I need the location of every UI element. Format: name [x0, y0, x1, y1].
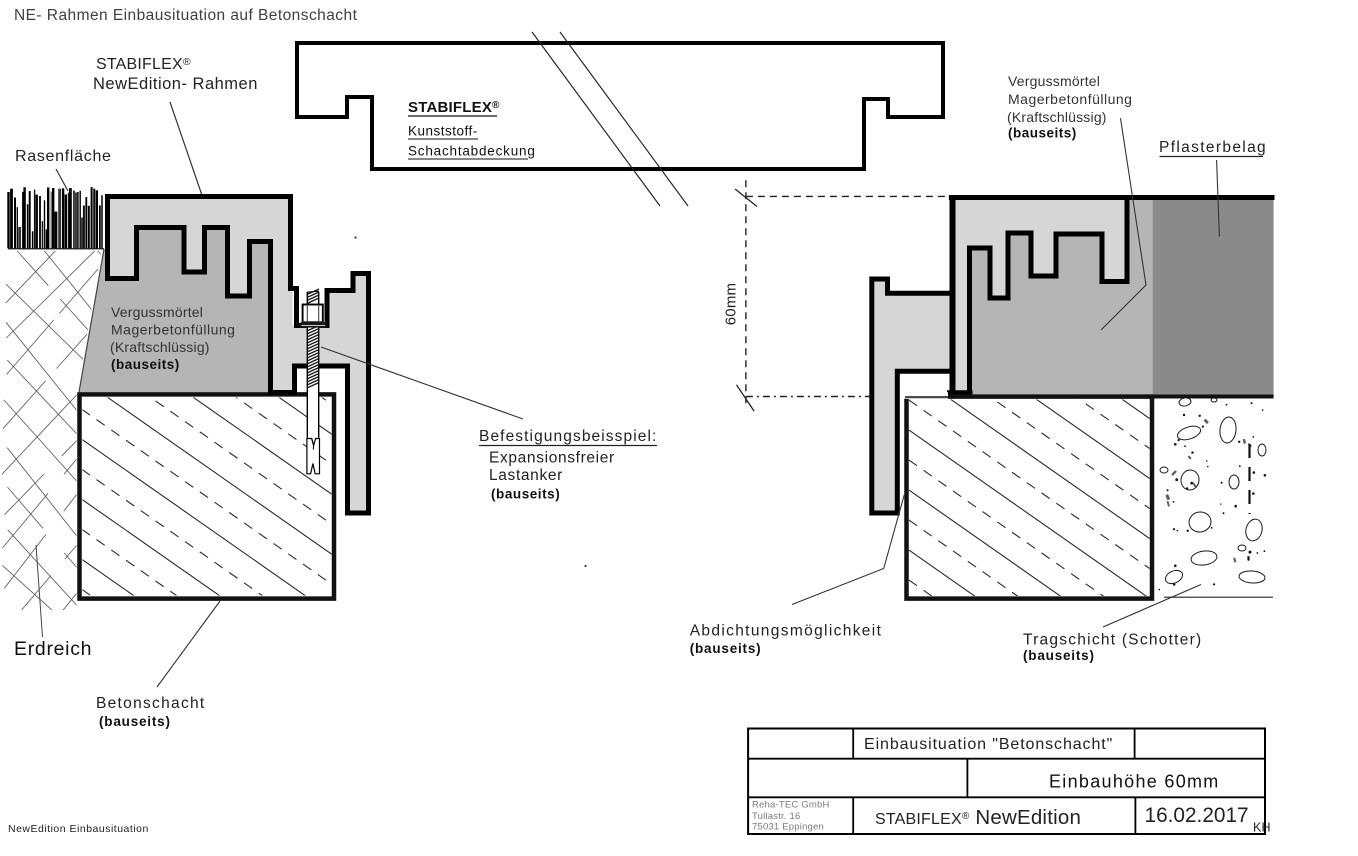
svg-text:Erdreich: Erdreich — [14, 638, 92, 660]
svg-text:Vergussmörtel: Vergussmörtel — [1008, 73, 1100, 89]
svg-text:STABIFLEX® NewEdition: STABIFLEX® NewEdition — [875, 806, 1081, 829]
svg-text:STABIFLEX®: STABIFLEX® — [96, 56, 191, 73]
svg-text:(Kraftschlüssig): (Kraftschlüssig) — [110, 339, 210, 355]
svg-text:Tullastr. 16: Tullastr. 16 — [752, 811, 801, 822]
svg-text:Kunststoff-: Kunststoff- — [408, 124, 478, 139]
svg-text:Rasenfläche: Rasenfläche — [15, 148, 112, 165]
svg-text:Vergussmörtel: Vergussmörtel — [111, 304, 203, 320]
svg-text:60mm: 60mm — [723, 283, 740, 325]
svg-text:Magerbetonfüllung: Magerbetonfüllung — [1008, 91, 1132, 107]
svg-text:Pflasterbelag: Pflasterbelag — [1159, 139, 1267, 156]
svg-text:Einbauhöhe 60mm: Einbauhöhe 60mm — [1049, 772, 1220, 792]
svg-text:NewEdition- Rahmen: NewEdition- Rahmen — [93, 75, 258, 93]
svg-text:Abdichtungsmöglichkeit: Abdichtungsmöglichkeit — [690, 623, 883, 640]
svg-text:(bauseits): (bauseits) — [1023, 648, 1095, 663]
svg-text:(bauseits): (bauseits) — [1008, 126, 1077, 141]
svg-text:(bauseits): (bauseits) — [690, 641, 762, 656]
svg-text:(bauseits): (bauseits) — [491, 487, 560, 502]
svg-text:STABIFLEX®: STABIFLEX® — [408, 99, 500, 116]
svg-text:Betonschacht: Betonschacht — [96, 695, 206, 712]
svg-text:NE- Rahmen Einbausituation auf: NE- Rahmen Einbausituation auf Betonscha… — [14, 7, 358, 24]
svg-text:Magerbetonfüllung: Magerbetonfüllung — [111, 322, 235, 338]
svg-text:(Kraftschlüssig): (Kraftschlüssig) — [1007, 109, 1107, 125]
svg-text:(bauseits): (bauseits) — [111, 357, 180, 372]
svg-text:Tragschicht (Schotter): Tragschicht (Schotter) — [1023, 632, 1202, 649]
svg-text:KH: KH — [1253, 821, 1271, 835]
svg-text:Lastanker: Lastanker — [489, 467, 563, 484]
svg-text:16.02.2017: 16.02.2017 — [1145, 804, 1249, 827]
svg-text:Einbausituation "Betonschacht": Einbausituation "Betonschacht" — [864, 736, 1113, 753]
svg-text:75031 Eppingen: 75031 Eppingen — [752, 822, 824, 833]
svg-text:Reha-TEC GmbH: Reha-TEC GmbH — [752, 800, 830, 811]
svg-text:Expansionsfreier: Expansionsfreier — [489, 450, 615, 467]
svg-text:NewEdition Einbausituation: NewEdition Einbausituation — [8, 823, 149, 835]
svg-text:(bauseits): (bauseits) — [99, 714, 171, 729]
svg-text:Befestigungsbeisspiel:: Befestigungsbeisspiel: — [479, 428, 657, 445]
svg-text:Schachtabdeckung: Schachtabdeckung — [408, 144, 536, 159]
